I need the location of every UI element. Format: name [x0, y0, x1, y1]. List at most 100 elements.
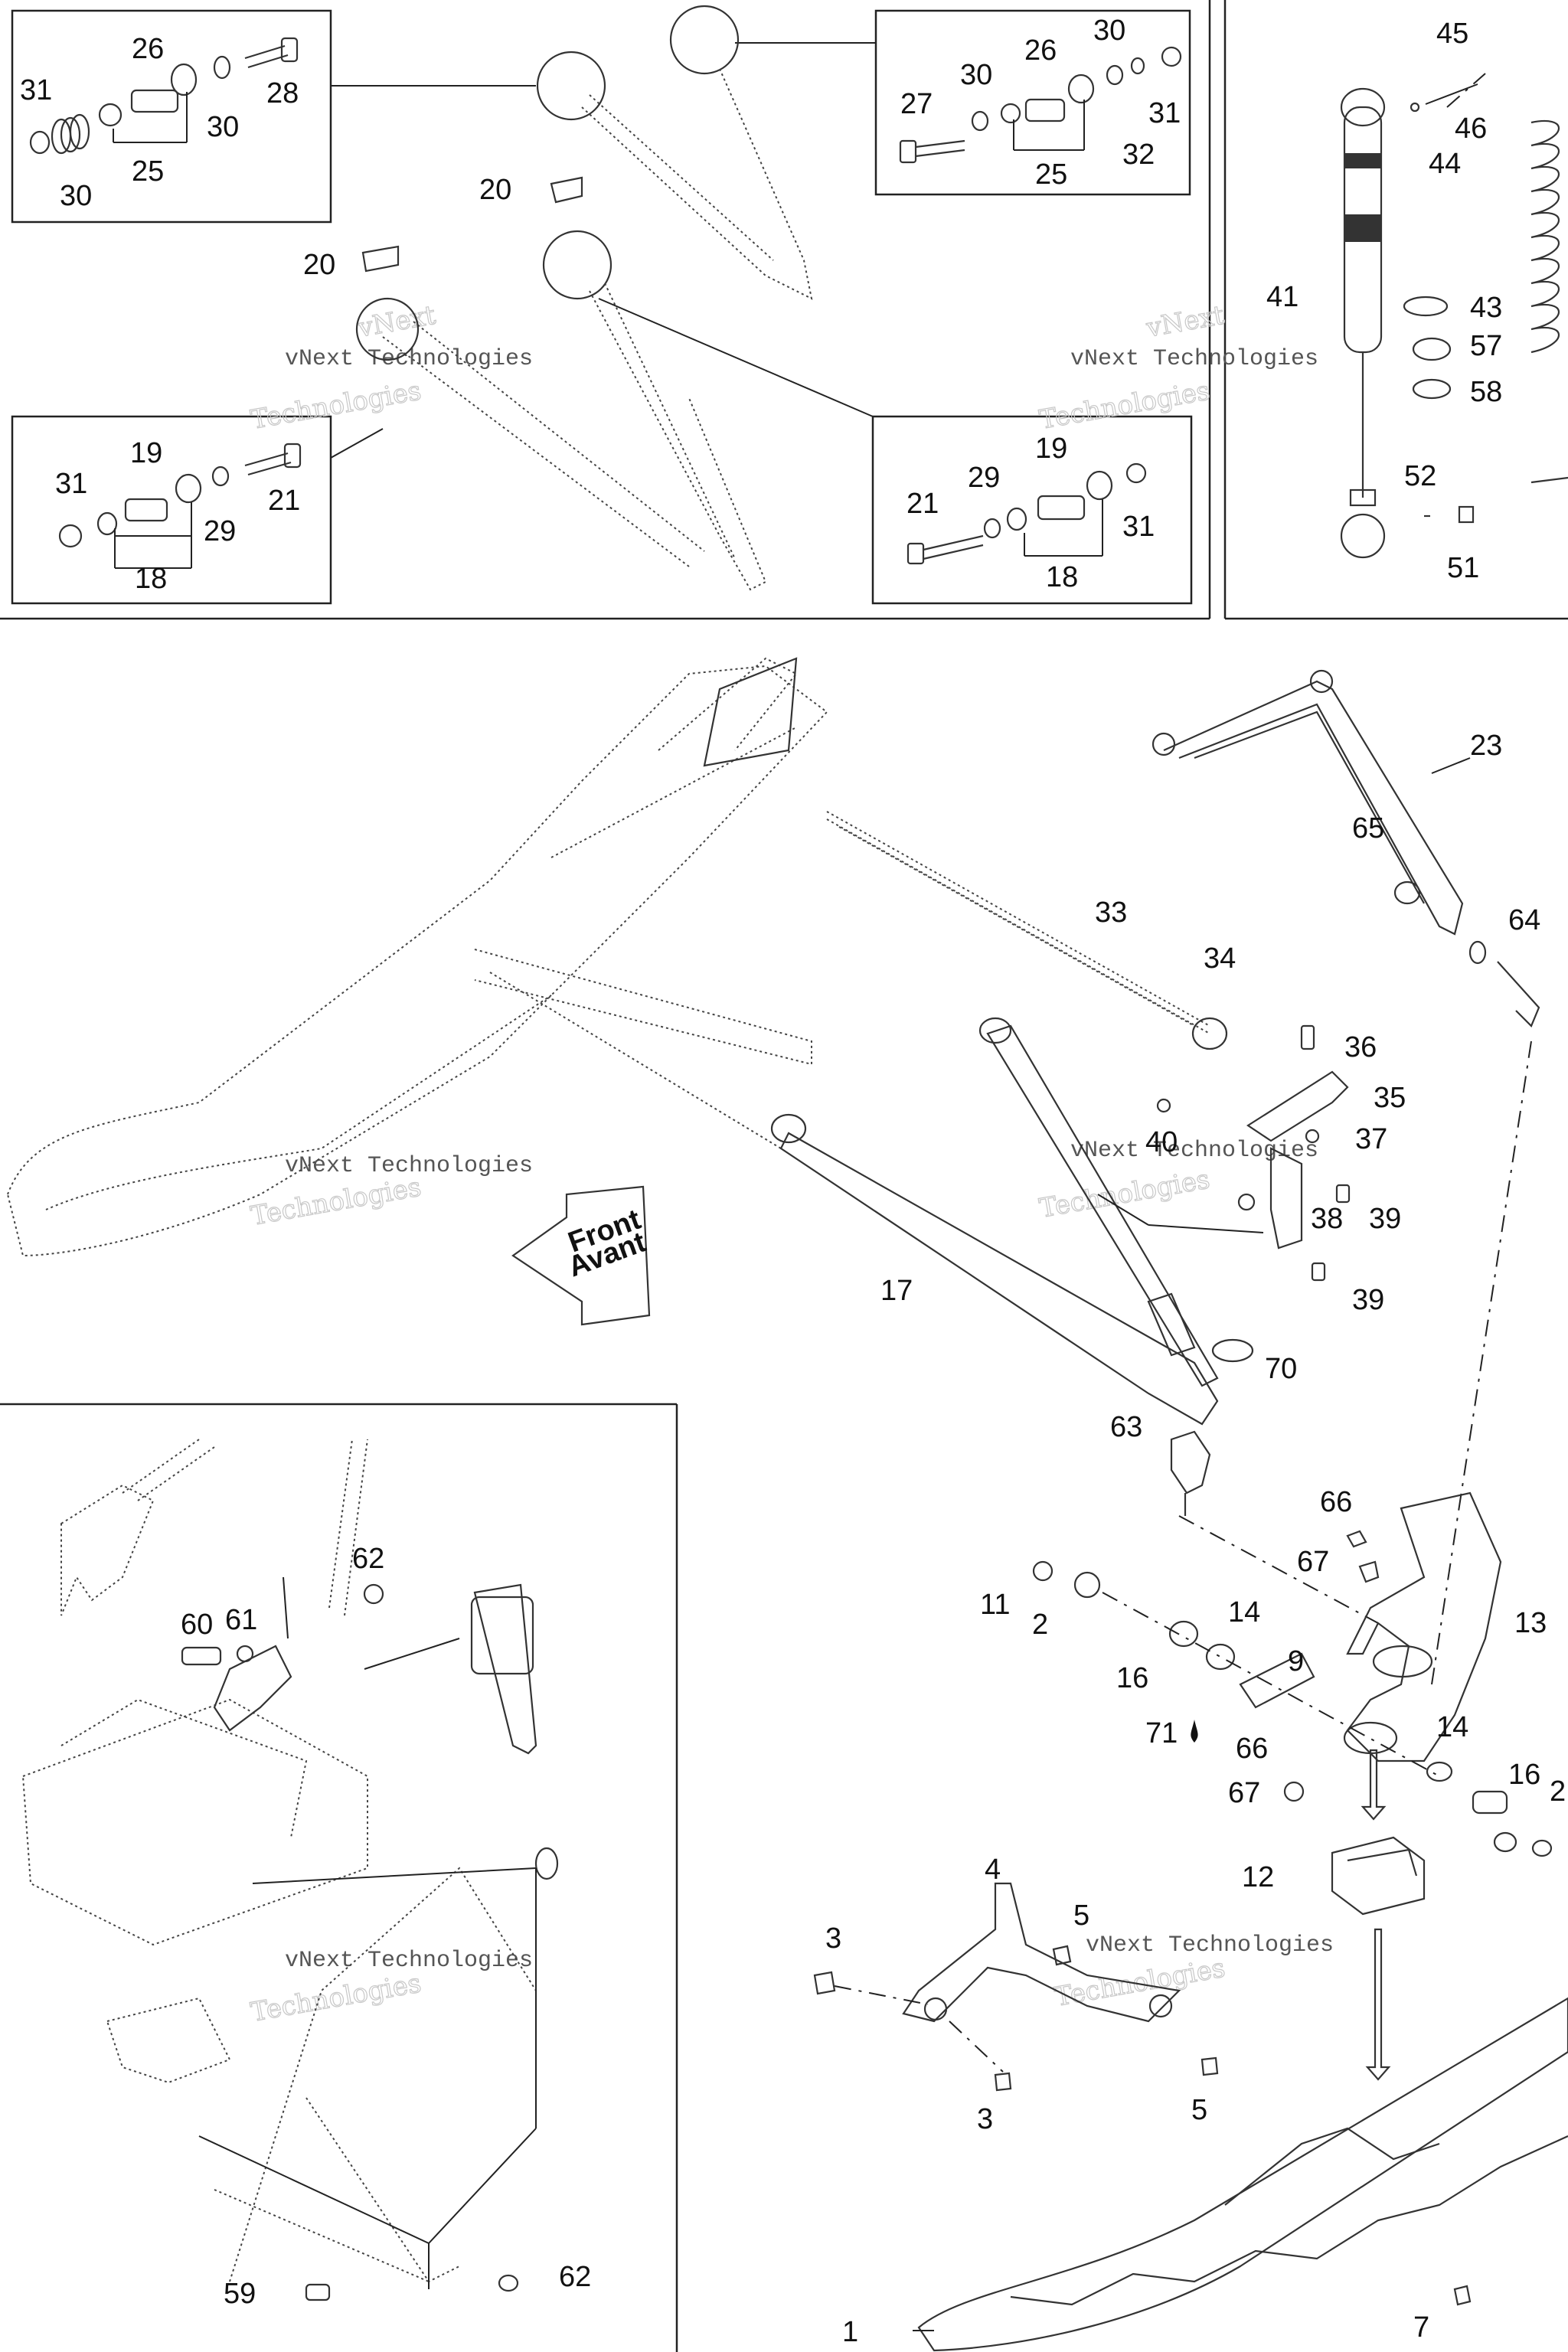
- callout-5: 5: [1073, 1900, 1089, 1932]
- inset-upper-arm-left: [29, 37, 536, 155]
- callout-2: 2: [1550, 1775, 1566, 1808]
- callout-12: 12: [1242, 1861, 1274, 1893]
- callout-14: 14: [1436, 1711, 1468, 1743]
- main-suspension-assembly: Front Avant: [6, 657, 1210, 1326]
- callout-67: 67: [1297, 1546, 1329, 1578]
- callout-62: 62: [559, 2261, 591, 2293]
- inset-lower-arm-left: [58, 443, 302, 569]
- callout-3: 3: [825, 1922, 841, 1955]
- callout-31: 31: [20, 74, 52, 106]
- inset-frame-brackets: [21, 1439, 559, 2301]
- callout-33: 33: [1095, 897, 1127, 929]
- callout-5: 5: [1191, 2094, 1207, 2126]
- watermark-text: vNext Technologies: [1070, 346, 1318, 372]
- watermark-text: vNext: [1144, 300, 1227, 344]
- callout-39: 39: [1369, 1203, 1401, 1235]
- watermark-text: vNext Technologies: [285, 1948, 533, 1974]
- callout-30: 30: [60, 180, 92, 212]
- callout-18: 18: [135, 563, 167, 595]
- callout-38: 38: [1311, 1203, 1343, 1235]
- callout-34: 34: [1204, 942, 1236, 975]
- callout-45: 45: [1436, 18, 1468, 50]
- callout-58: 58: [1470, 376, 1502, 408]
- callout-20: 20: [303, 249, 335, 281]
- callout-29: 29: [968, 462, 1000, 494]
- callout-39: 39: [1352, 1284, 1384, 1316]
- callout-14: 14: [1228, 1596, 1260, 1628]
- callout-40: 40: [1145, 1126, 1178, 1158]
- callout-11: 11: [980, 1589, 1010, 1621]
- callout-16: 16: [1508, 1759, 1540, 1791]
- callout-43: 43: [1470, 292, 1502, 324]
- callout-23: 23: [1470, 730, 1502, 762]
- callout-18: 18: [1046, 561, 1078, 593]
- callout-25: 25: [1035, 158, 1067, 191]
- spindle-13: [1032, 1491, 1553, 2081]
- callout-36: 36: [1344, 1031, 1377, 1063]
- a-arm-17-linkage: [770, 826, 1379, 1624]
- callout-70: 70: [1265, 1353, 1297, 1385]
- callout-44: 44: [1429, 148, 1461, 180]
- watermark-text: Technologies: [1037, 375, 1213, 435]
- callout-64: 64: [1508, 904, 1540, 936]
- a-arm-23: [1152, 669, 1540, 1685]
- inset-lower-arm-right: [906, 462, 1147, 565]
- callout-66: 66: [1236, 1733, 1268, 1765]
- callout-31: 31: [1148, 97, 1181, 129]
- callout-13: 13: [1514, 1607, 1547, 1639]
- callout-62: 62: [352, 1543, 384, 1575]
- callout-32: 32: [1122, 139, 1155, 171]
- callout-4: 4: [985, 1854, 1001, 1886]
- callout-labels: 26 31 28 30 30 25 30 26 30 27 31 32 25 4…: [20, 15, 1566, 2348]
- callout-30: 30: [207, 111, 239, 143]
- callout-21: 21: [906, 488, 939, 520]
- callout-30: 30: [1093, 15, 1125, 47]
- callout-52: 52: [1404, 460, 1436, 492]
- callout-25: 25: [132, 155, 164, 188]
- watermark-text: Technologies: [249, 1968, 424, 2027]
- callout-17: 17: [880, 1275, 913, 1307]
- watermark-text: Technologies: [1053, 1952, 1228, 2012]
- callout-59: 59: [224, 2278, 256, 2310]
- callout-19: 19: [130, 437, 162, 469]
- callout-19: 19: [1035, 433, 1067, 465]
- callout-29: 29: [204, 515, 236, 547]
- callout-2: 2: [1032, 1609, 1048, 1641]
- callout-28: 28: [266, 77, 299, 109]
- callout-26: 26: [1024, 34, 1057, 67]
- callout-67: 67: [1228, 1777, 1260, 1809]
- callout-51: 51: [1447, 552, 1479, 584]
- ski-assembly: [813, 1882, 1568, 2352]
- callout-21: 21: [268, 485, 300, 517]
- callout-26: 26: [132, 33, 164, 65]
- callout-60: 60: [181, 1609, 213, 1641]
- callout-7: 7: [1413, 2311, 1429, 2344]
- watermark-text: Technologies: [1037, 1164, 1213, 1223]
- callout-35: 35: [1374, 1082, 1406, 1114]
- watermark-text: Technologies: [249, 375, 424, 435]
- callout-9: 9: [1288, 1645, 1304, 1677]
- watermarks: vNext Technologies Technologies vNext vN…: [248, 299, 1334, 2028]
- shock-absorber: [1340, 73, 1568, 559]
- callout-71: 71: [1145, 1717, 1178, 1749]
- watermark-text: Technologies: [249, 1171, 424, 1231]
- callout-63: 63: [1110, 1411, 1142, 1443]
- upper-a-arm-detail: [330, 5, 874, 591]
- callout-31: 31: [1122, 511, 1155, 543]
- callout-57: 57: [1470, 330, 1502, 362]
- callout-37: 37: [1355, 1123, 1387, 1155]
- callout-61: 61: [225, 1604, 257, 1636]
- callout-41: 41: [1266, 281, 1298, 313]
- callout-16: 16: [1116, 1662, 1148, 1694]
- callout-31: 31: [55, 468, 87, 500]
- watermark-text: vNext Technologies: [1070, 1138, 1318, 1164]
- callout-30: 30: [960, 59, 992, 91]
- inset-upper-arm-right: [735, 42, 1182, 164]
- callout-46: 46: [1455, 113, 1487, 145]
- watermark-text: vNext Technologies: [1086, 1932, 1334, 1958]
- callout-3: 3: [977, 2103, 993, 2135]
- callout-20: 20: [479, 174, 511, 206]
- callout-1: 1: [842, 2316, 858, 2348]
- callout-27: 27: [900, 88, 933, 120]
